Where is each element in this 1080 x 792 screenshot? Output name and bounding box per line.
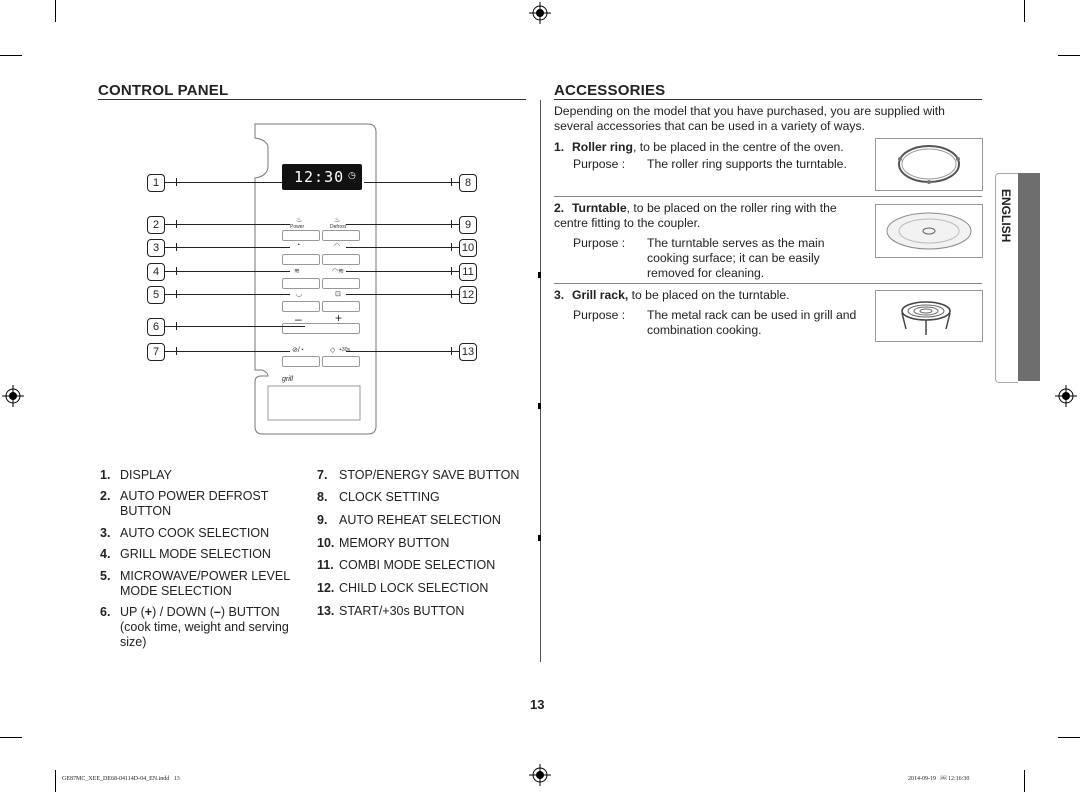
callout-8: 8 <box>459 174 477 192</box>
plus-label: + <box>335 311 343 325</box>
stop-icon: ⊘/◔ <box>292 347 305 354</box>
auto-cook-icon: ◔ <box>296 242 301 249</box>
grill-icon: ≋ <box>294 268 300 275</box>
lock-icon: ⊡ <box>335 291 341 298</box>
column-divider <box>540 100 541 662</box>
roller-ring-image <box>875 138 983 191</box>
purpose-label: Purpose : <box>573 308 626 322</box>
section-title-accessories: ACCESSORIES <box>554 82 666 99</box>
grill-mark: grill <box>282 376 293 383</box>
control-panel-drawing: 12:30 ◷ ♨ Power ♨ Defrost ◔ ◠ ≋ ◠≋ ◡ ⊡ –… <box>150 120 490 440</box>
callout-9: 9 <box>459 216 477 234</box>
purpose-text: The turntable serves as the main cooking… <box>647 236 825 280</box>
plus30-label: +30s <box>339 347 350 353</box>
language-tab-label: ENGLISH <box>999 189 1013 243</box>
language-tab <box>1016 173 1040 381</box>
purpose-text: The metal rack can be used in grill and … <box>647 308 857 337</box>
item-display: DISPLAY <box>120 468 172 482</box>
combi-icon: ◠≋ <box>332 268 344 275</box>
minus-icon: – <box>213 605 221 619</box>
memory-icon: ◠ <box>334 243 341 250</box>
item-combi-mode: COMBI MODE SELECTION <box>339 558 496 572</box>
turntable-image <box>875 204 983 258</box>
callout-3: 3 <box>147 239 165 257</box>
defrost-icon: ♨ <box>296 217 303 224</box>
item-clock-setting: CLOCK SETTING <box>339 490 440 504</box>
page-number: 13 <box>530 697 545 712</box>
footer-date: 2014-09-19 ￼ 12:16:30 <box>908 776 970 782</box>
item-auto-reheat: AUTO REHEAT SELECTION <box>339 513 501 527</box>
accessory-grill-rack: 3.Grill rack, to be placed on the turnta… <box>554 288 790 302</box>
auto-power-defrost-button[interactable] <box>282 230 320 241</box>
plus-icon: + <box>144 605 153 619</box>
purpose-label: Purpose : <box>573 236 626 250</box>
callout-2: 2 <box>147 216 165 234</box>
registration-mark-right <box>1055 385 1077 407</box>
footer-filename: GE87MC_XEE_DE68-04114D-04_EN.indd 13 <box>62 776 180 782</box>
item-child-lock: CHILD LOCK SELECTION <box>339 581 489 595</box>
display-screen: 12:30 ◷ <box>282 164 362 190</box>
purpose-text: The roller ring supports the turntable. <box>647 157 847 171</box>
callout-5: 5 <box>147 286 165 304</box>
registration-mark-left <box>2 385 24 407</box>
callout-10: 10 <box>459 239 477 257</box>
microwave-icon: ◡ <box>296 291 303 298</box>
item-auto-cook: AUTO COOK SELECTION <box>120 526 270 540</box>
callout-7: 7 <box>147 343 165 361</box>
item-stop-energy: STOP/ENERGY SAVE BUTTON <box>339 468 520 482</box>
accessory-roller-ring: 1.Roller ring, to be placed in the centr… <box>554 140 844 154</box>
accessories-intro: Depending on the model that you have pur… <box>554 104 945 133</box>
display-time: 12:30 <box>294 168 345 186</box>
registration-mark-top <box>529 2 551 24</box>
reheat-icon: ♨ <box>334 217 341 224</box>
item-up-down: UP (+) / DOWN (–) BUTTON <box>120 605 280 619</box>
auto-cook-button[interactable] <box>282 254 320 265</box>
purpose-label: Purpose : <box>573 157 626 171</box>
grill-mode-button[interactable] <box>282 278 320 289</box>
item-auto-power-defrost: AUTO POWER DEFROST BUTTON <box>120 489 269 518</box>
callout-4: 4 <box>147 263 165 281</box>
callout-12: 12 <box>459 286 477 304</box>
item-up-down-note: (cook time, weight and serving size) <box>120 620 289 649</box>
grill-rack-image <box>875 290 983 342</box>
auto-reheat-button[interactable] <box>322 230 360 241</box>
item-start: START/+30s BUTTON <box>339 604 465 618</box>
registration-mark-bottom <box>529 764 551 786</box>
start-icon: ◇ <box>330 347 336 354</box>
power-label: Power <box>290 224 305 230</box>
callout-13: 13 <box>459 343 477 361</box>
accessory-turntable: 2.Turntable, to be placed on the roller … <box>554 201 837 230</box>
callout-6: 6 <box>147 318 165 336</box>
child-lock-button[interactable] <box>322 301 360 312</box>
start-plus30-button[interactable] <box>322 356 360 367</box>
minus-label: – <box>295 312 302 326</box>
microwave-power-button[interactable] <box>282 301 320 312</box>
up-down-button[interactable] <box>282 323 360 334</box>
callout-1: 1 <box>147 174 165 192</box>
clock-icon: ◷ <box>348 170 356 180</box>
section-title-control-panel: CONTROL PANEL <box>98 82 229 99</box>
defrost-label: Defrost <box>330 224 347 230</box>
combi-mode-button[interactable] <box>322 278 360 289</box>
item-memory: MEMORY BUTTON <box>339 536 450 550</box>
item-microwave-power: MICROWAVE/POWER LEVEL MODE SELECTION <box>120 569 290 598</box>
memory-button[interactable] <box>322 254 360 265</box>
stop-energy-save-button[interactable] <box>282 356 320 367</box>
callout-11: 11 <box>459 263 477 281</box>
item-grill-mode: GRILL MODE SELECTION <box>120 547 271 561</box>
